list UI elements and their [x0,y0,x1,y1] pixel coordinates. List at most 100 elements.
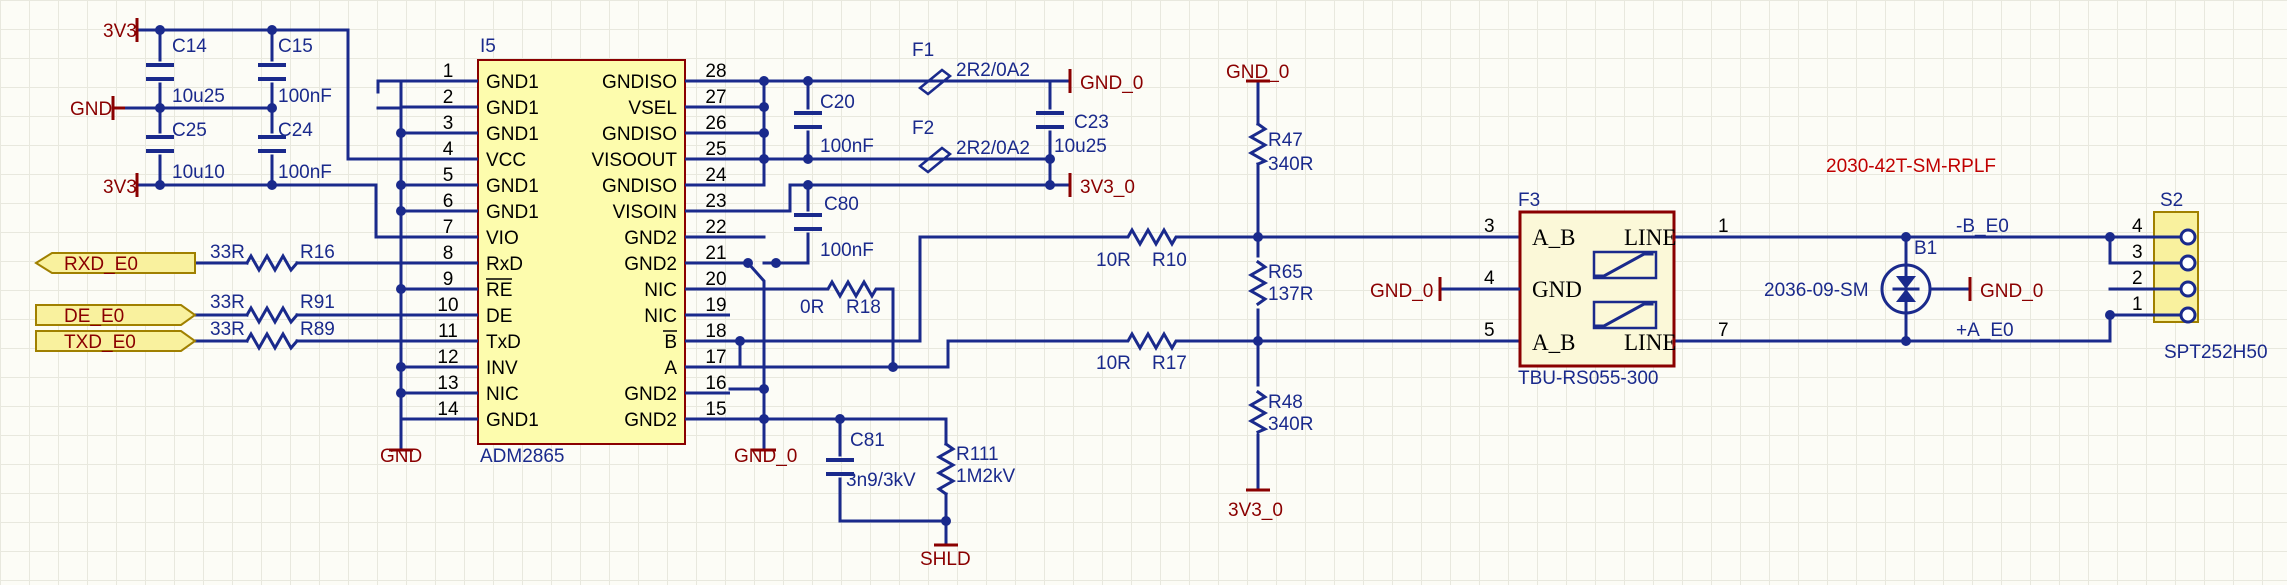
fuse-f2: F2 2R2/0A2 [912,118,1030,174]
ic-pin-number: 4 [443,139,454,160]
tbu-ref: F3 [1518,190,1540,211]
power-port-gnd0-divider: GND_0 [1226,62,1289,83]
ic-pin-number: 25 [705,139,726,160]
ic-pin-number: 27 [705,87,726,108]
r16-value: 33R [210,242,245,263]
r47-value: 340R [1268,154,1313,175]
tbu-pin5: 5 [1484,320,1495,341]
ic-pin-number: 28 [705,61,726,82]
ic-pin-name: GND2 [624,384,677,405]
net-label-3v3-0-right: 3V3_0 [1080,177,1135,198]
net-label-3v3-top: 3V3 [103,21,137,42]
power-port-3v3-top: 3V3 [103,18,139,42]
r89-ref: R89 [300,319,335,340]
net-label-a-e0: +A_E0 [1956,320,2014,341]
ic-pin-name: GND1 [486,176,539,197]
ic-pin-name: VISOOUT [591,150,677,171]
ic-pin-name: RE [486,280,512,301]
r111-ref: R111 [956,444,999,465]
resistor-r111: R111 1M2kV [935,441,1015,497]
ic-pin-number: 20 [705,269,726,290]
ic-pin-number: 3 [443,113,454,134]
ic-pin-number: 11 [438,321,458,342]
c81-value: 3n9/3kV [846,470,916,491]
ic-pin-name: GNDISO [602,124,677,145]
net-label-gnd-bottom: GND [380,446,422,467]
tbu-pin1: 1 [1718,216,1729,237]
tvs-part: 2036-09-SM [1764,280,1869,301]
ic-pin-name: NIC [644,306,677,327]
ic-pin-name: RxD [486,254,523,275]
ic-pin-name: VSEL [628,98,677,119]
ic-pin-name: A [664,358,677,379]
power-port-gnd-bottom: GND [380,446,422,467]
ic-pin-name: GND1 [486,72,539,93]
r17-ref: R17 [1152,353,1187,374]
resistor-r89: 33R R89 [210,319,335,352]
r48-ref: R48 [1268,392,1303,413]
ic-pin-number: 15 [705,399,726,420]
r65-ref: R65 [1268,262,1303,283]
net-label-gnd0-tvs: GND_0 [1980,281,2043,302]
c23-ref: C23 [1074,112,1109,133]
ic-pin-name: NIC [644,280,677,301]
port-txd-label: TXD_E0 [64,332,136,353]
connector-part: SPT252H50 [2164,342,2268,363]
r18-ref: R18 [846,297,881,318]
ic-pin-name: GND2 [624,410,677,431]
ic-part: ADM2865 [480,446,565,467]
net-label-gnd0-tbu: GND_0 [1370,281,1433,302]
tbu-line-bottom: LINE [1624,330,1676,355]
ic-pin-number: 14 [437,399,459,420]
resistor-r17: 10R R17 [1096,330,1187,374]
ic-pin-number: 1 [443,61,454,82]
tvs-b1: B1 2036-09-SM -B_E0 +A_E0 [1764,216,2014,341]
port-rxd: RXD_E0 [34,252,196,275]
power-port-3v3-bottom: 3V3 [103,173,139,198]
ic-pin-number: 21 [705,243,726,264]
c14-value: 10u25 [172,86,225,107]
ic-pin-name: GND1 [486,124,539,145]
c24-value: 100nF [278,162,332,183]
port-rxd-label: RXD_E0 [64,254,138,275]
ic-pin-name: DE [486,306,512,327]
ic-pin-name: INV [486,358,518,379]
r91-value: 33R [210,292,245,313]
part-note: 2030-42T-SM-RPLF [1826,156,1996,177]
connector-s2: S2 SPT252H50 4 3 2 1 [2126,190,2268,363]
c14-ref: C14 [172,36,207,57]
power-port-3v3-0-divider: 3V3_0 [1228,488,1283,521]
power-port-gnd0-tbu: GND_0 [1370,277,1442,302]
port-de: DE_E0 [35,304,197,327]
ic-pin-name: VISOIN [613,202,677,223]
ic-pin-name: GNDISO [602,176,677,197]
ic-pin-name: B [664,332,677,353]
capacitor-c25: C25 10u10 [146,120,225,183]
connector-pin4: 4 [2132,216,2143,237]
ic-adm2865: I5 ADM2865 1GND12GND13GND14VCC5GND16GND1… [408,36,730,467]
c24-ref: C24 [278,120,313,141]
resistor-r10: 10R R10 [1096,226,1187,271]
ic-pin-name: GND2 [624,254,677,275]
ic-pin-number: 22 [705,217,726,238]
r65-value: 137R [1268,284,1313,305]
ic-pin-number: 26 [705,113,726,134]
connector-pin2: 2 [2132,268,2143,289]
capacitor-c14: C14 10u25 [146,36,225,107]
ic-pin-number: 10 [437,295,458,316]
ic-pin-name: GNDISO [602,72,677,93]
ic-pin-name: NIC [486,384,519,405]
r89-value: 33R [210,319,245,340]
r17-value: 10R [1096,353,1131,374]
ic-pin-number: 18 [705,321,726,342]
ic-pin-number: 7 [443,217,454,238]
capacitor-c80: C80 100nF [794,194,874,261]
c20-value: 100nF [820,136,874,157]
ic-pin-name: GND1 [486,202,539,223]
ic-pin-name: TxD [486,332,521,353]
f1-ref: F1 [912,40,934,61]
r47-ref: R47 [1268,130,1303,151]
ic-pin-number: 13 [437,373,458,394]
c25-value: 10u10 [172,162,225,183]
